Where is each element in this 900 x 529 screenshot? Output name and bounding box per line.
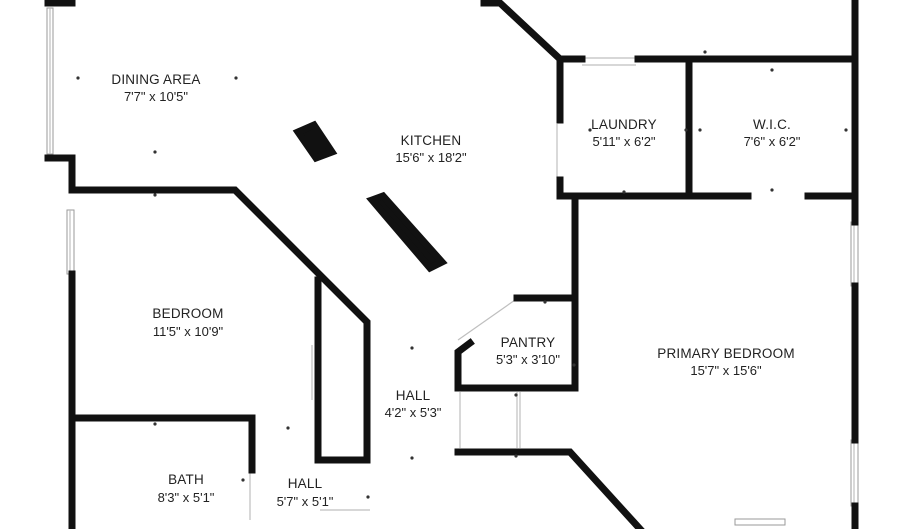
room-dimensions: 7'6" x 6'2": [744, 134, 801, 149]
room-name: PANTRY: [501, 335, 556, 350]
room-dimensions: 5'7" x 5'1": [277, 494, 334, 509]
room-name: PRIMARY BEDROOM: [657, 346, 795, 361]
room-wic: W.I.C. 7'6" x 6'2": [744, 117, 801, 149]
room-dimensions: 11'5" x 10'9": [153, 324, 224, 339]
window-primary-bottom: [734, 518, 786, 526]
walls: [44, 0, 859, 529]
room-name: LAUNDRY: [591, 117, 657, 132]
openings: [249, 57, 636, 520]
room-dimensions: 7'7" x 10'5": [124, 89, 188, 104]
room-dining-area: DINING AREA 7'7" x 10'5": [111, 72, 200, 104]
room-dimensions: 15'7" x 15'6": [690, 363, 762, 378]
room-kitchen: KITCHEN 15'6" x 18'2": [395, 133, 467, 165]
room-bedroom: BEDROOM 11'5" x 10'9": [152, 306, 223, 339]
room-name: HALL: [396, 388, 431, 403]
room-name: BEDROOM: [152, 306, 223, 321]
room-name: W.I.C.: [753, 117, 791, 132]
room-primary-bedroom: PRIMARY BEDROOM 15'7" x 15'6": [657, 346, 795, 378]
room-dimensions: 8'3" x 5'1": [158, 490, 215, 505]
windows: [46, 7, 859, 526]
room-dimensions: 4'2" x 5'3": [385, 405, 442, 420]
room-name: HALL: [288, 476, 323, 491]
room-name: BATH: [168, 472, 204, 487]
room-hall-center: HALL 4'2" x 5'3": [385, 388, 442, 420]
room-name: KITCHEN: [401, 133, 462, 148]
dimension-ticks: [76, 50, 848, 499]
room-laundry: LAUNDRY 5'11" x 6'2": [591, 117, 657, 149]
room-name: DINING AREA: [111, 72, 200, 87]
room-hall-lower: HALL 5'7" x 5'1": [277, 476, 334, 509]
room-dimensions: 15'6" x 18'2": [395, 150, 467, 165]
room-dimensions: 5'3" x 3'10": [496, 352, 560, 367]
room-bath: BATH 8'3" x 5'1": [158, 472, 215, 505]
room-pantry: PANTRY 5'3" x 3'10": [496, 335, 560, 367]
room-dimensions: 5'11" x 6'2": [592, 134, 655, 149]
